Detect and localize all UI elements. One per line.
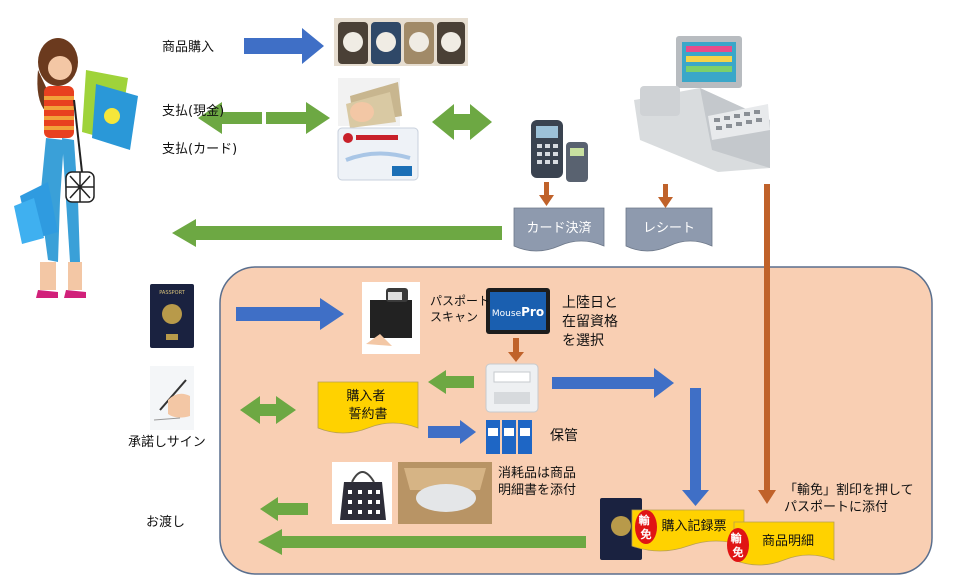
card-terminal-icon bbox=[531, 120, 588, 182]
device-brand-bold: Pro bbox=[521, 305, 544, 319]
storage-label: 保管 bbox=[550, 428, 578, 444]
payment-arrow-right bbox=[266, 102, 330, 134]
receipt-printer-icon bbox=[485, 363, 539, 413]
purchase-arrow bbox=[244, 28, 324, 64]
handover-arrow-lower bbox=[258, 529, 586, 555]
printer-to-record-arrow bbox=[552, 368, 709, 506]
passport-icon: PASSPORT bbox=[150, 284, 194, 348]
stamp-2-text: 輸 免 bbox=[731, 531, 746, 559]
card-pos-arrow bbox=[432, 104, 492, 140]
shopper-icon bbox=[14, 38, 138, 298]
credit-card-icon bbox=[337, 127, 419, 181]
receipt-document: レシート bbox=[625, 207, 713, 252]
buyer-pledge-document: 購入者 誓約書 bbox=[317, 381, 419, 434]
buyer-pledge-line-1: 購入者 bbox=[346, 389, 385, 404]
cash-icon bbox=[338, 78, 402, 128]
tax-exempt-stamp-1: 輸 免 bbox=[635, 510, 657, 544]
handover-arrow-upper bbox=[260, 497, 308, 521]
buyer-pledge-line-2: 誓約書 bbox=[348, 407, 387, 422]
pos-register-icon bbox=[634, 36, 770, 172]
stamp-1-line-1: 輸 bbox=[639, 513, 651, 527]
tax-exempt-stamp-2: 輸 免 bbox=[727, 528, 749, 562]
attached-passport-icon bbox=[600, 498, 642, 560]
passport-to-scanner-arrow bbox=[236, 298, 344, 330]
stamp-1-text: 輸 免 bbox=[639, 513, 654, 541]
binder-storage-icon bbox=[486, 420, 532, 454]
return-to-shopper-arrow bbox=[172, 219, 502, 247]
buyer-pledge-label: 購入者 誓約書 bbox=[346, 389, 389, 422]
stamp-1-line-2: 免 bbox=[641, 527, 652, 541]
sign-exchange-arrow bbox=[240, 396, 296, 424]
pay-card-label: 支払(カード) bbox=[162, 142, 238, 157]
device-brand-label: MousePro bbox=[492, 305, 544, 319]
purchase-record-label: 購入記録票 bbox=[661, 518, 726, 534]
signing-hand-icon bbox=[150, 366, 194, 430]
passport-scanner-icon bbox=[362, 282, 420, 354]
select-entry-label: 上陸日と 在留資格 を選択 bbox=[562, 295, 618, 349]
passport-scan-label: パスポート スキャン bbox=[430, 294, 491, 324]
mousepro-device-icon: MousePro bbox=[486, 288, 550, 334]
payment-arrow-left bbox=[198, 102, 262, 134]
item-detail-label: 商品明細 bbox=[762, 534, 814, 549]
tea-cups-icon bbox=[334, 18, 468, 66]
stamp-note-label: 「輸免」割印を押して パスポートに添付 bbox=[784, 483, 914, 515]
consent-sign-label: 承諾しサイン bbox=[128, 435, 206, 450]
device-brand-plain: Mouse bbox=[492, 309, 522, 319]
card-settlement-document: カード決済 bbox=[513, 207, 605, 252]
shopping-bag-icon bbox=[332, 462, 392, 524]
register-to-item-detail-arrow bbox=[758, 184, 776, 504]
box-package-icon bbox=[398, 462, 492, 524]
stamp-2-line-1: 輸 bbox=[731, 531, 743, 545]
pledge-to-storage-arrow bbox=[428, 420, 476, 444]
purchase-label: 商品購入 bbox=[162, 40, 215, 55]
pay-cash-label: 支払(現金) bbox=[162, 104, 225, 119]
receipt-label: レシート bbox=[643, 221, 695, 236]
terminal-to-card-settlement-arrow bbox=[539, 182, 554, 206]
item-detail-document: 商品明細 bbox=[733, 521, 835, 566]
stamp-2-line-2: 免 bbox=[733, 545, 744, 559]
passport-word-label: PASSPORT bbox=[159, 290, 186, 296]
register-to-receipt-arrow bbox=[658, 184, 673, 208]
handover-label: お渡し bbox=[146, 515, 186, 530]
device-to-printer-arrow bbox=[508, 338, 524, 362]
consumables-note-label: 消耗品は商品 明細書を添付 bbox=[498, 466, 577, 498]
card-settlement-label: カード決済 bbox=[526, 220, 591, 236]
printer-to-pledge-arrow bbox=[428, 370, 474, 394]
